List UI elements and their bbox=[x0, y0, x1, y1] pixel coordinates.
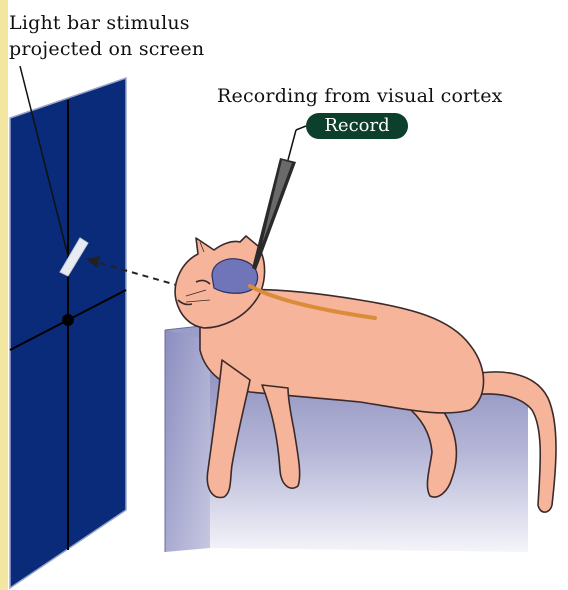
stimulus-label-line2: projected on screen bbox=[9, 36, 204, 62]
stimulus-label-line1: Light bar stimulus bbox=[9, 10, 204, 36]
recording-label: Recording from visual cortex bbox=[217, 84, 503, 108]
electrode-icon bbox=[252, 126, 306, 270]
projection-screen bbox=[10, 78, 126, 588]
stimulus-label: Light bar stimulus projected on screen bbox=[9, 10, 204, 62]
fixation-point bbox=[62, 314, 74, 326]
record-badge: Record bbox=[306, 113, 408, 139]
